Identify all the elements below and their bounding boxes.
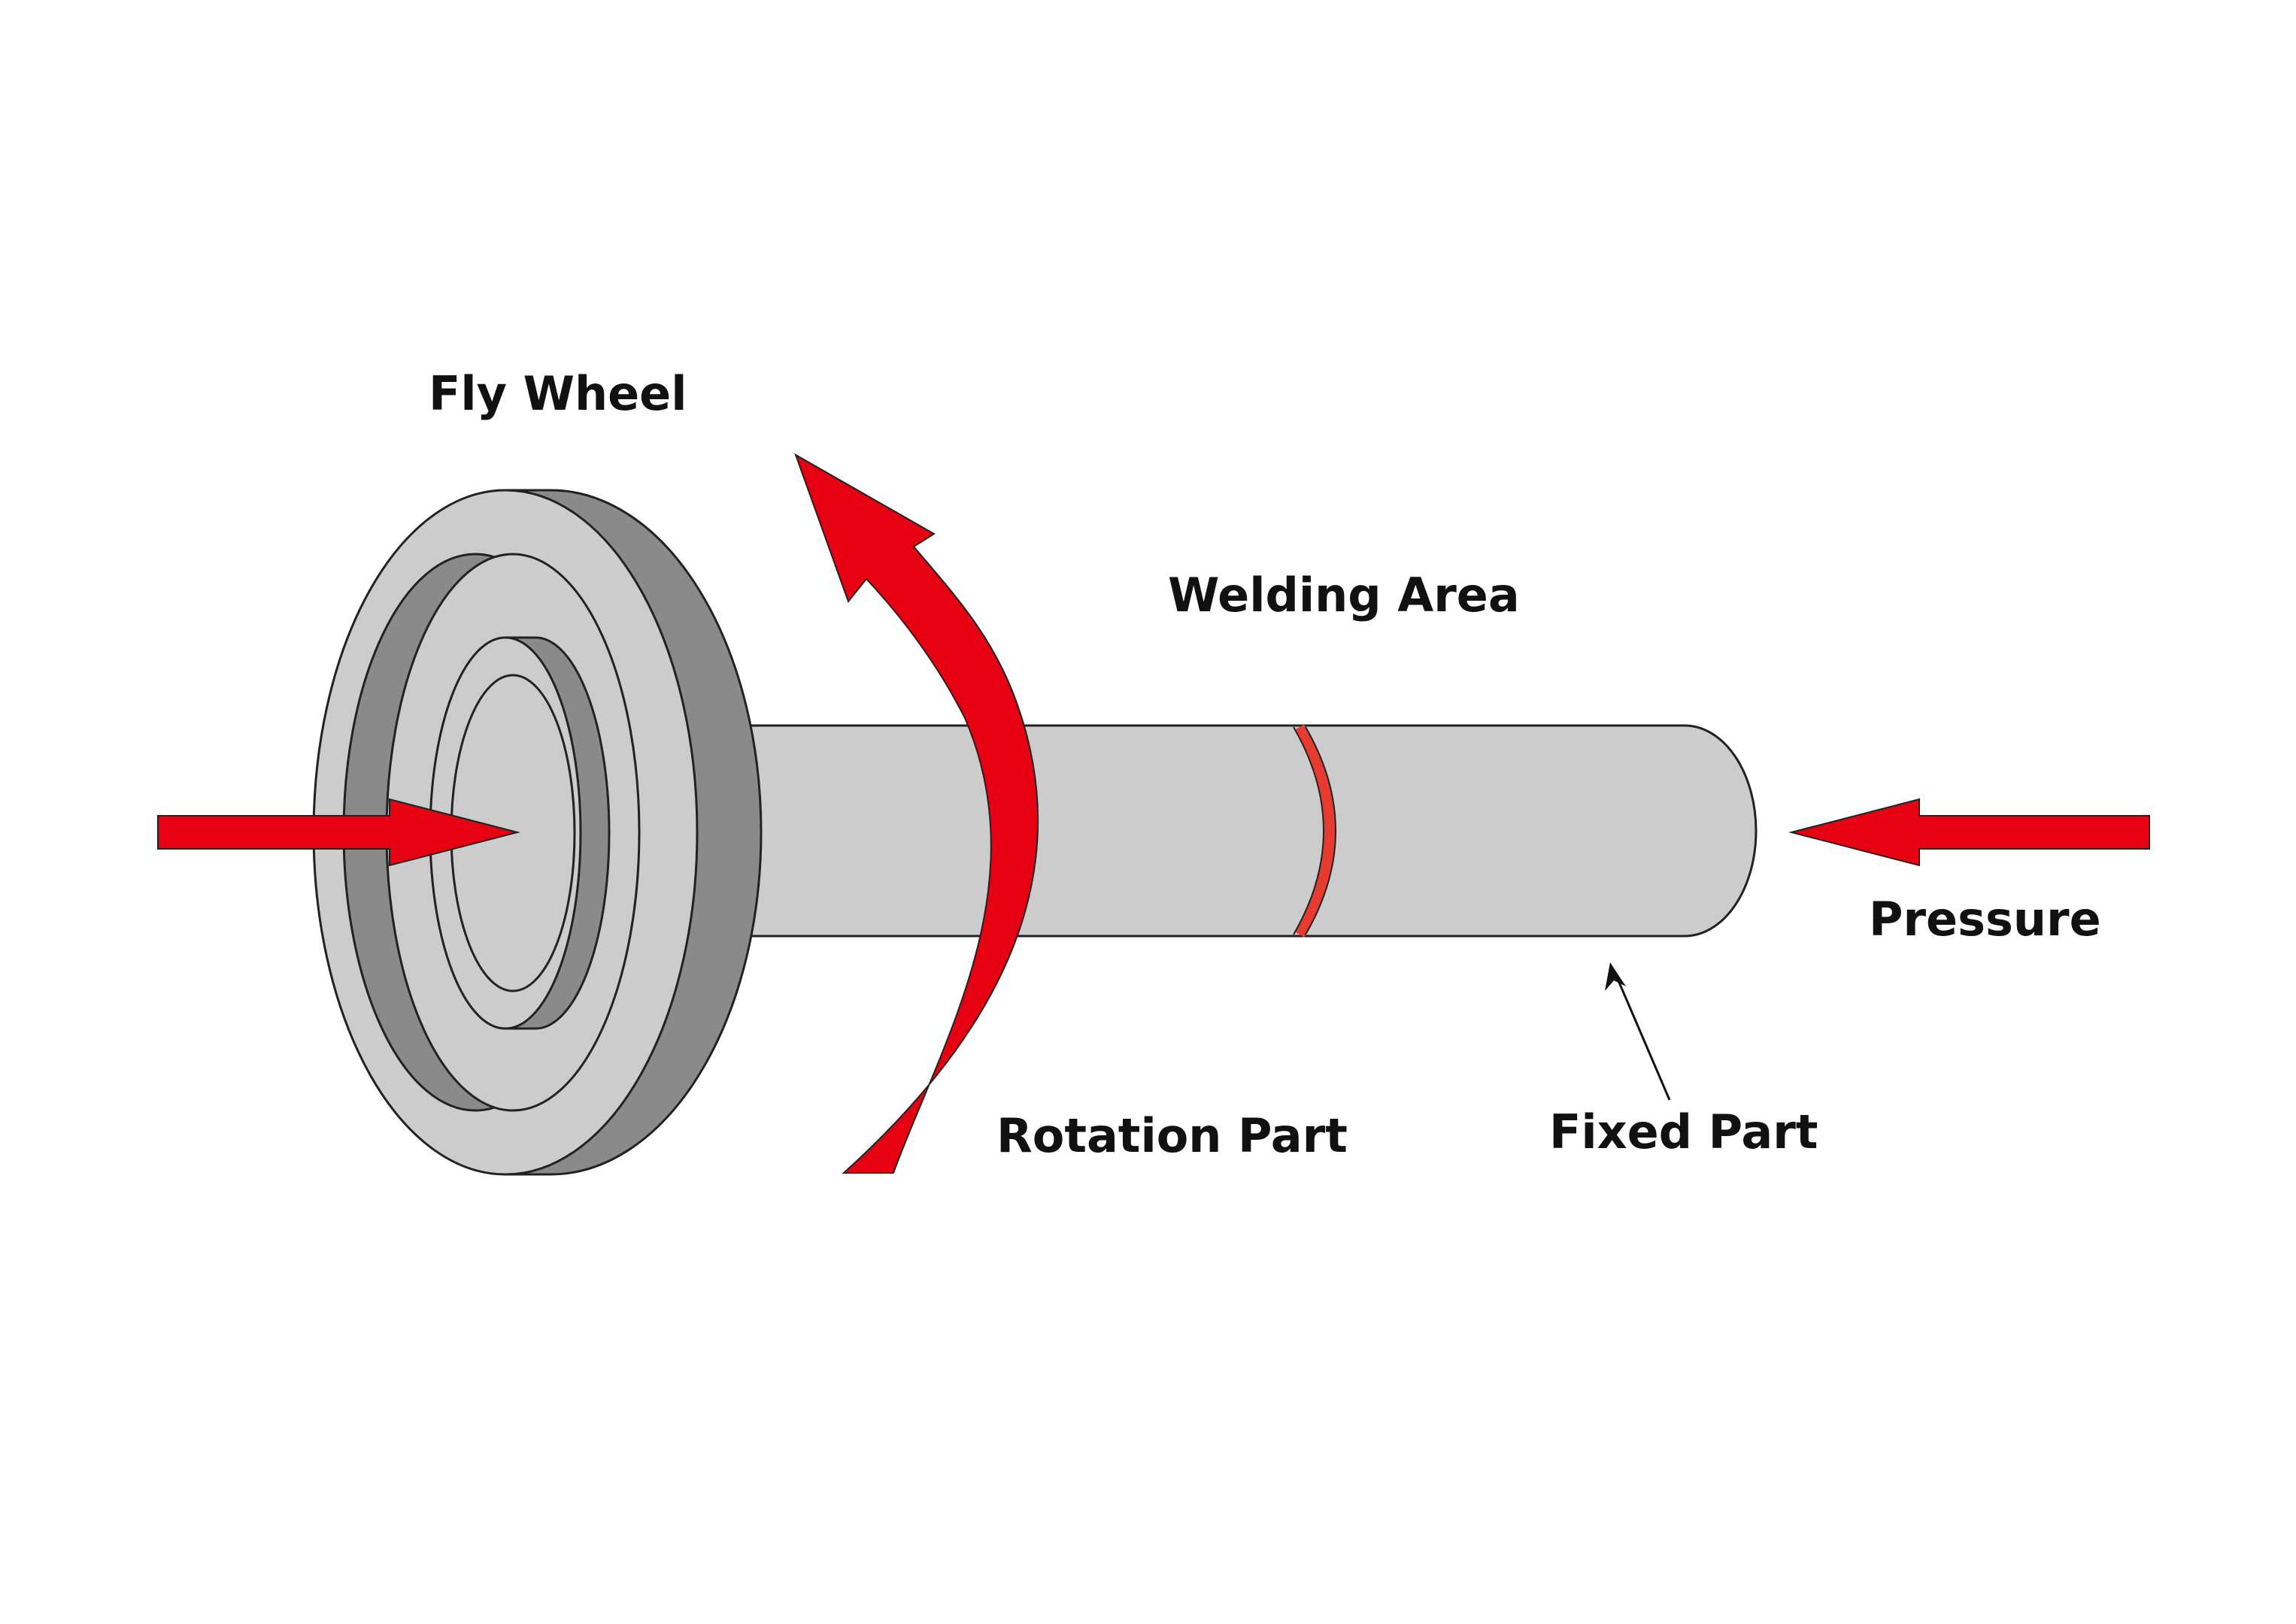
fixed-part-pointer-head xyxy=(1605,962,1626,991)
weld-seam xyxy=(1294,724,1335,938)
welding-area-label: Welding Area xyxy=(1168,568,1520,623)
shaft xyxy=(743,724,1758,938)
fixed-part-pointer-line xyxy=(1614,973,1671,1101)
rotation-part-label: Rotation Part xyxy=(996,1108,1348,1163)
pressure-label: Pressure xyxy=(1869,892,2101,947)
weld-seam-outline-left xyxy=(1293,726,1324,935)
fixed-part-label: Fixed Part xyxy=(1549,1104,1818,1159)
left-pressure-arrow xyxy=(157,798,520,867)
weld-seam-outline-right xyxy=(1305,726,1336,935)
fly-wheel-label: Fly Wheel xyxy=(429,366,687,421)
shaft-body xyxy=(743,724,1758,938)
rotation-arrow xyxy=(794,453,1039,1174)
right-pressure-arrow xyxy=(1788,798,2150,867)
